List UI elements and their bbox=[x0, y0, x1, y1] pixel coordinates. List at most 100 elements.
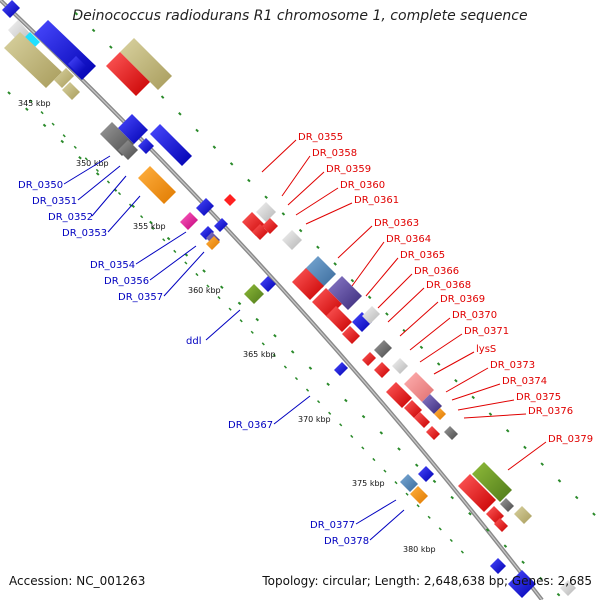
gene-forward-arrow bbox=[404, 372, 434, 402]
gene-forward-arrow bbox=[392, 358, 408, 374]
gene-reverse-arrow bbox=[2, 0, 20, 18]
scale-labels: 345 kbp 350 kbp 355 kbp 360 kbp 365 kbp … bbox=[18, 99, 436, 554]
gene-label-DR_0364: DR_0364 bbox=[386, 234, 431, 245]
gene-label-DR_0357: DR_0357 bbox=[118, 292, 163, 303]
gene-forward-arrow bbox=[472, 462, 512, 502]
gene-forward-arrow bbox=[444, 426, 458, 440]
gene-reverse-arrow bbox=[118, 114, 148, 144]
gene-label-DR_0373: DR_0373 bbox=[490, 360, 535, 371]
gene-forward-arrow bbox=[386, 382, 412, 408]
gene-label-DR_0359: DR_0359 bbox=[326, 164, 371, 175]
gene-forward-arrow bbox=[262, 218, 278, 234]
gene-reverse-arrow bbox=[118, 140, 138, 160]
gene-forward-arrow bbox=[120, 38, 172, 90]
gene-reverse-arrow bbox=[62, 82, 80, 100]
gene-label-lysS: lysS bbox=[476, 344, 496, 355]
gene-label-DR_0354: DR_0354 bbox=[90, 260, 135, 271]
gene-label-DR_0353: DR_0353 bbox=[62, 228, 107, 239]
gene-forward-arrow bbox=[508, 570, 536, 598]
gene-label-DR_0356: DR_0356 bbox=[104, 276, 149, 287]
gene-label-DR_0366: DR_0366 bbox=[414, 266, 459, 277]
gene-forward-arrow bbox=[458, 474, 496, 512]
reverse-strand-genes bbox=[2, 0, 506, 574]
gene-label-DR_0371: DR_0371 bbox=[464, 326, 509, 337]
map-title: Deinococcus radiodurans R1 chromosome 1,… bbox=[72, 8, 528, 24]
gene-reverse-arrow bbox=[4, 32, 62, 88]
gene-forward-arrow bbox=[362, 306, 380, 324]
gene-reverse-arrow bbox=[22, 32, 40, 50]
gene-forward-arrow bbox=[362, 352, 376, 366]
scale-label-350: 350 kbp bbox=[76, 159, 109, 168]
forward-strand-genes bbox=[106, 38, 576, 598]
gene-reverse-arrow bbox=[400, 474, 418, 492]
gene-forward-arrow bbox=[224, 194, 236, 206]
scale-label-365: 365 kbp bbox=[243, 350, 276, 359]
gene-label-DR_0370: DR_0370 bbox=[452, 310, 497, 321]
gene-reverse-arrow bbox=[260, 276, 276, 292]
gene-forward-arrow bbox=[514, 506, 532, 524]
gene-reverse-arrow bbox=[244, 284, 264, 304]
gene-label-DR_0355: DR_0355 bbox=[298, 132, 343, 143]
gene-label-ddl: ddl bbox=[186, 336, 201, 347]
gene-forward-arrow bbox=[292, 268, 324, 300]
tick-marks bbox=[7, 0, 600, 597]
gene-label-DR_0376: DR_0376 bbox=[528, 406, 573, 417]
gene-forward-arrow bbox=[422, 394, 442, 414]
scale-label-355: 355 kbp bbox=[133, 222, 166, 231]
gene-label-DR_0363: DR_0363 bbox=[374, 218, 419, 229]
gene-forward-arrow bbox=[414, 412, 430, 428]
gene-reverse-arrow bbox=[200, 226, 214, 240]
gene-label-DR_0365: DR_0365 bbox=[400, 250, 445, 261]
gene-forward-arrow bbox=[500, 498, 514, 512]
gene-forward-arrow bbox=[282, 230, 302, 250]
scale-label-345: 345 kbp bbox=[18, 99, 51, 108]
scale-label-370: 370 kbp bbox=[298, 415, 331, 424]
gene-label-DR_0374: DR_0374 bbox=[502, 376, 547, 387]
forward-gene-label-text: DR_0355 DR_0358 DR_0359 DR_0360 DR_0361 … bbox=[298, 132, 593, 445]
gene-reverse-arrow bbox=[490, 558, 506, 574]
gene-forward-arrow bbox=[326, 306, 352, 332]
scale-label-375: 375 kbp bbox=[352, 479, 385, 488]
gene-label-DR_0350: DR_0350 bbox=[18, 180, 63, 191]
forward-gene-labels bbox=[261, 139, 547, 471]
gene-forward-arrow bbox=[106, 52, 150, 96]
reverse-gene-label-text: DR_0350 DR_0351 DR_0352 DR_0353 DR_0354 … bbox=[18, 180, 369, 547]
accession-text: Accession: NC_001263 bbox=[9, 574, 146, 588]
gene-label-DR_0352: DR_0352 bbox=[48, 212, 93, 223]
gene-reverse-arrow bbox=[418, 466, 434, 482]
gene-reverse-arrow bbox=[138, 166, 176, 204]
gene-label-DR_0379: DR_0379 bbox=[548, 434, 593, 445]
reverse-gene-labels bbox=[63, 155, 405, 541]
gene-label-DR_0358: DR_0358 bbox=[312, 148, 357, 159]
gene-forward-arrow bbox=[404, 400, 422, 418]
topology-summary: Topology: circular; Length: 2,648,638 bp… bbox=[262, 574, 592, 588]
gene-reverse-arrow bbox=[206, 236, 220, 250]
gene-label-DR_0361: DR_0361 bbox=[354, 195, 399, 206]
gene-forward-arrow bbox=[304, 256, 336, 288]
gene-reverse-arrow bbox=[54, 68, 74, 88]
gene-label-DR_0378: DR_0378 bbox=[324, 536, 369, 547]
gene-reverse-arrow bbox=[214, 218, 228, 232]
gene-forward-arrow bbox=[328, 276, 362, 310]
gene-label-DR_0360: DR_0360 bbox=[340, 180, 385, 191]
gene-forward-arrow bbox=[426, 426, 440, 440]
scale-label-380: 380 kbp bbox=[403, 545, 436, 554]
gene-label-DR_0369: DR_0369 bbox=[440, 294, 485, 305]
gene-label-DR_0375: DR_0375 bbox=[516, 392, 561, 403]
gene-reverse-arrow bbox=[196, 198, 214, 216]
gene-reverse-arrow bbox=[68, 56, 86, 74]
gene-forward-arrow bbox=[342, 326, 360, 344]
gene-reverse-arrow bbox=[150, 124, 192, 166]
gene-label-DR_0368: DR_0368 bbox=[426, 280, 471, 291]
gene-forward-arrow bbox=[374, 340, 392, 358]
scale-label-360: 360 kbp bbox=[188, 286, 221, 295]
gene-label-DR_0377: DR_0377 bbox=[310, 520, 355, 531]
gene-reverse-arrow bbox=[138, 138, 154, 154]
gene-reverse-arrow bbox=[180, 212, 198, 230]
gene-forward-arrow bbox=[374, 362, 390, 378]
gene-forward-arrow bbox=[494, 518, 508, 532]
gene-forward-arrow bbox=[434, 408, 446, 420]
gene-label-DR_0351: DR_0351 bbox=[32, 196, 77, 207]
gene-label-DR_0367: DR_0367 bbox=[228, 420, 273, 431]
